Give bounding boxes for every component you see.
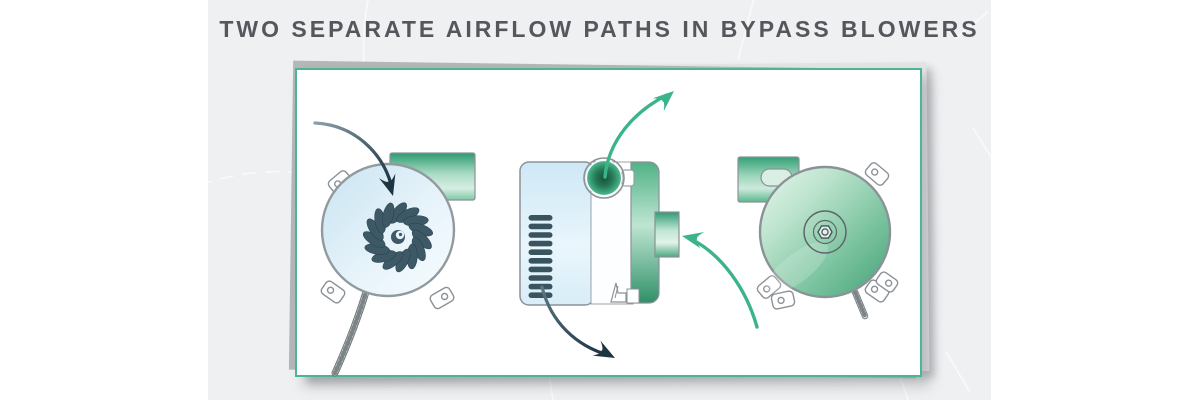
foot-bracket (610, 282, 627, 303)
dark-airflow-arrow-out-bottom (540, 285, 615, 358)
blower-side-view-illustration (519, 91, 759, 358)
blower-rear-view-illustration (737, 156, 899, 320)
hub-nut (817, 225, 833, 239)
dark-airflow-arrow-into-impeller (313, 121, 396, 196)
infographic-panel: TWO SEPARATE AIRFLOW PATHS IN BYPASS BLO… (208, 0, 991, 400)
motor-hub (803, 210, 847, 254)
illustration-card (295, 68, 922, 377)
infographic-title: TWO SEPARATE AIRFLOW PATHS IN BYPASS BLO… (219, 16, 980, 42)
impeller (362, 202, 433, 273)
power-cord (331, 281, 372, 377)
housing-step (626, 288, 640, 304)
green-airflow-arrow-into-side-port (682, 232, 759, 329)
mounting-lugs (756, 162, 899, 310)
green-airflow-arrow-out-top (603, 91, 674, 179)
power-cord-stub (851, 288, 869, 320)
blower-inlet-face (320, 162, 456, 298)
illustration-card-stack (288, 60, 930, 379)
side-inlet-port (654, 211, 680, 258)
mounting-lugs (320, 170, 455, 310)
blower-end-housing (630, 161, 660, 304)
blower-front-view-illustration (313, 121, 476, 377)
